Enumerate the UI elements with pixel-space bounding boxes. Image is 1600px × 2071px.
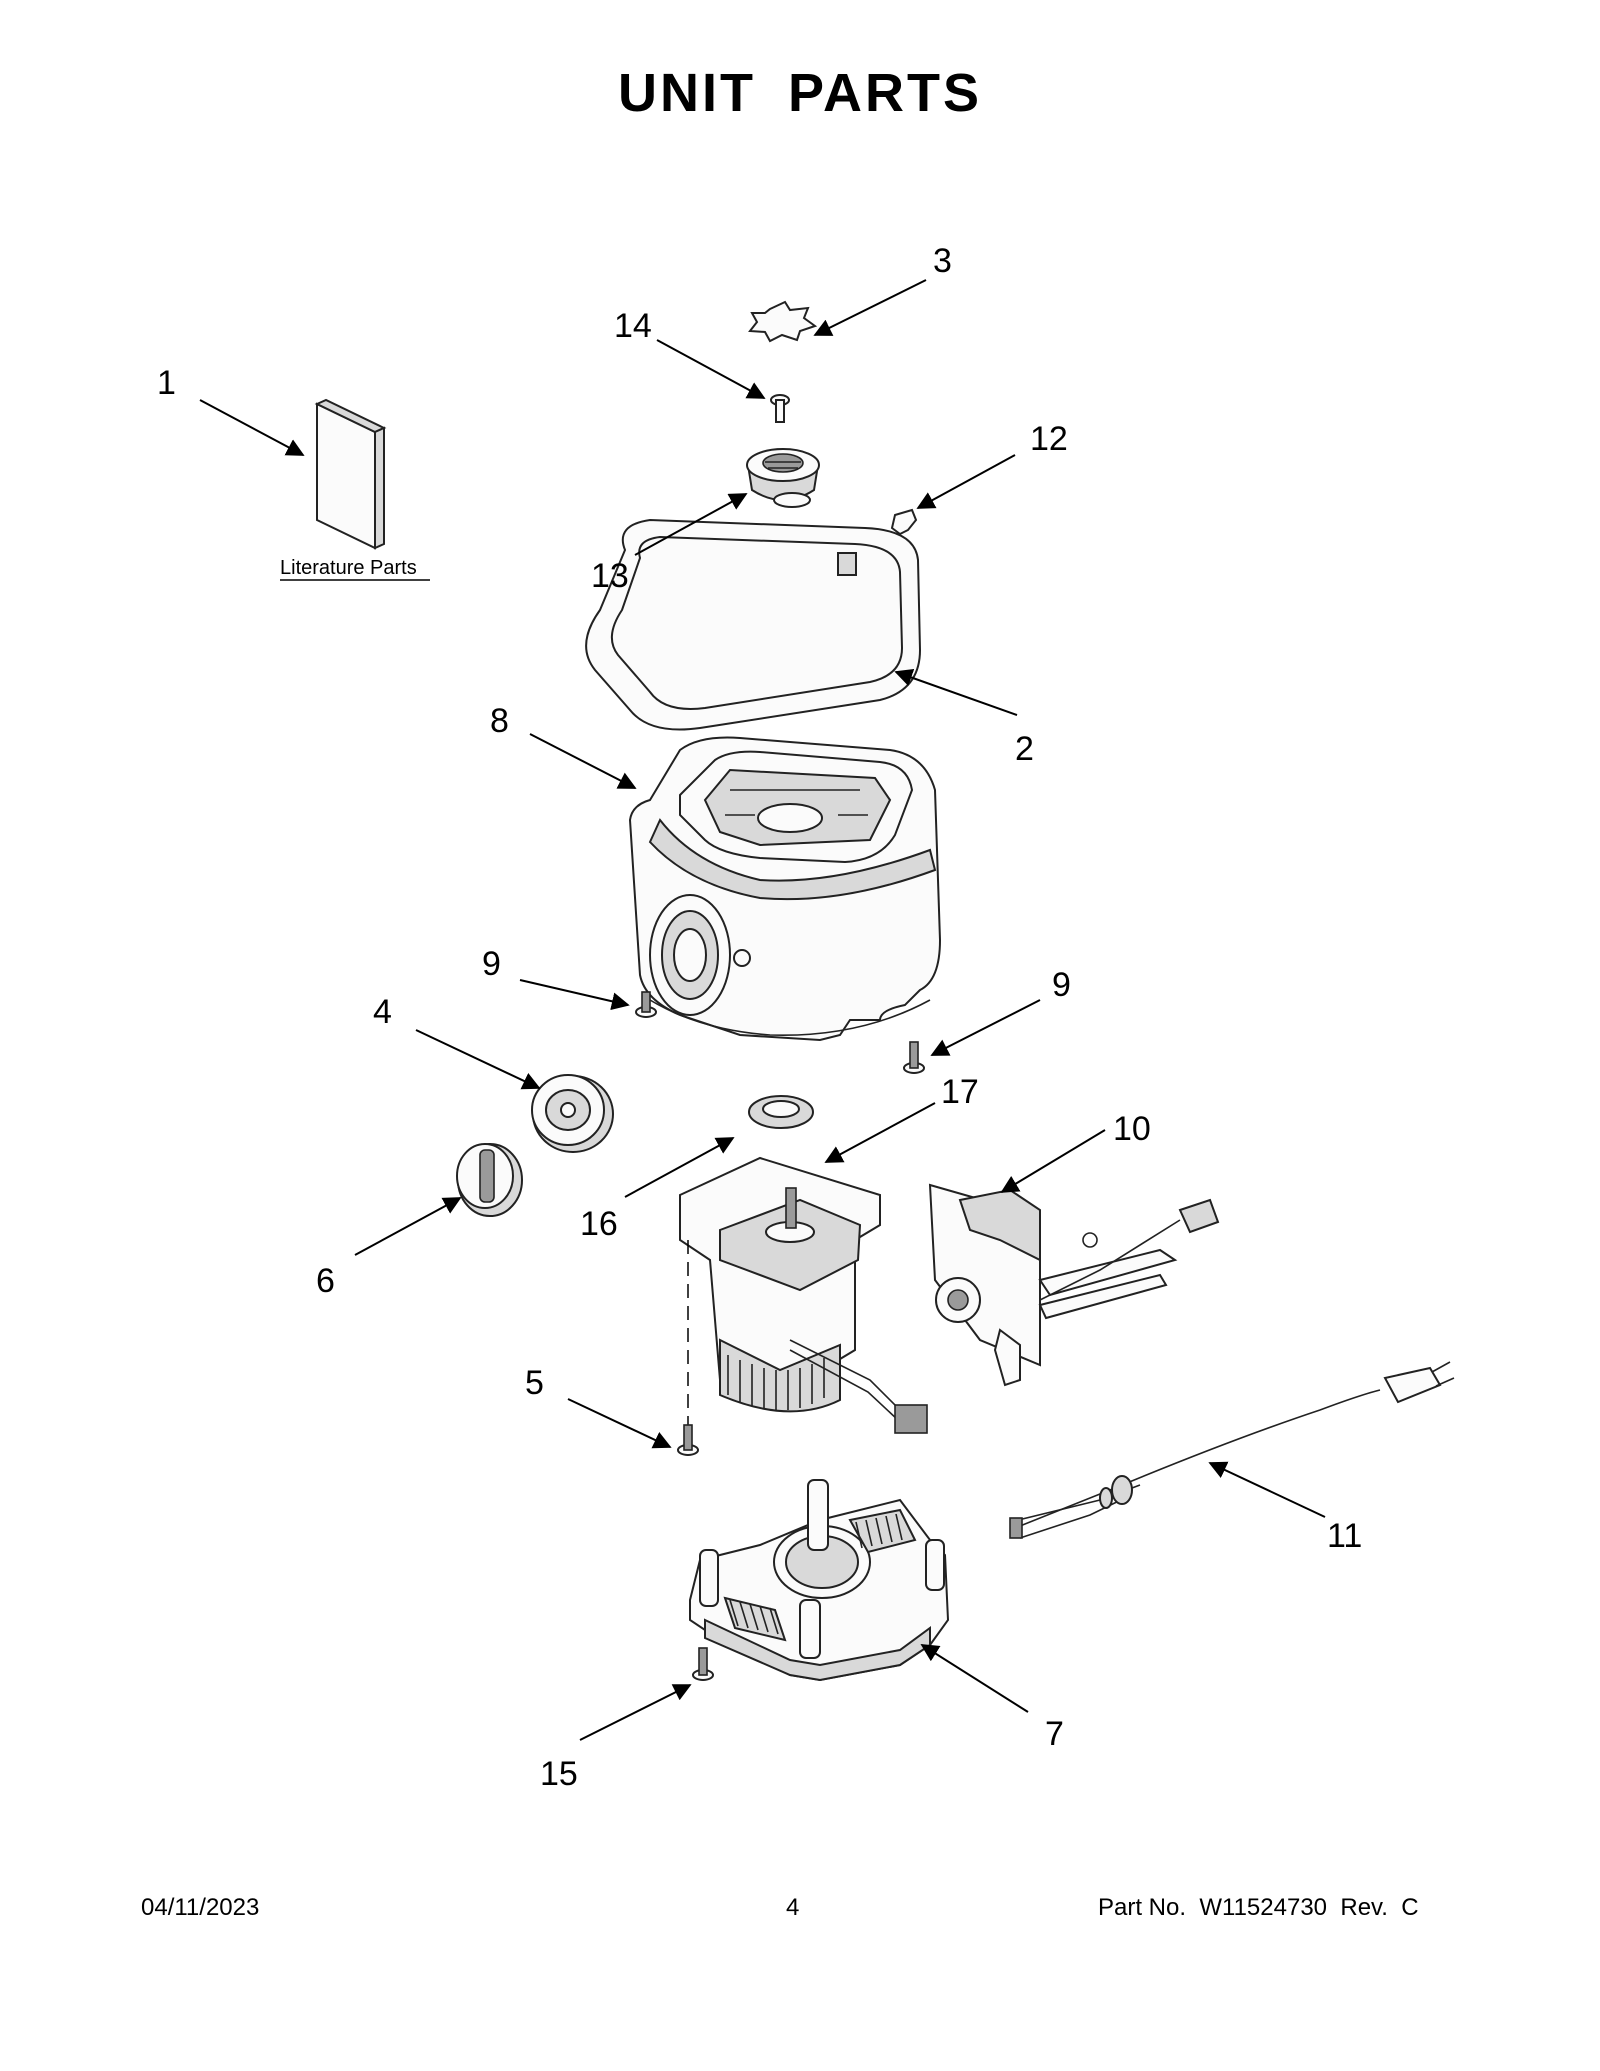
footer-page-number: 4 (786, 1894, 800, 1921)
callout-6: 6 (316, 1262, 335, 1300)
leader-9-right (930, 999, 1041, 1056)
leader-2 (894, 668, 1018, 716)
part-5-screw (677, 1424, 699, 1456)
callout-4: 4 (373, 993, 392, 1031)
part-6-knob (456, 1143, 523, 1217)
leader-6 (354, 1197, 462, 1256)
leader-13 (634, 493, 748, 556)
part-2-trim-ring (585, 518, 922, 731)
footer-part-number: Part No. W11524730 Rev. C (1098, 1894, 1419, 1921)
callout-15: 15 (540, 1755, 578, 1793)
footer-date: 04/11/2023 (141, 1894, 260, 1921)
callout-2: 2 (1015, 730, 1034, 768)
literature-parts-label: Literature Parts (280, 557, 417, 579)
part-11-power-cord (1009, 1361, 1455, 1539)
callout-9-right: 9 (1052, 966, 1071, 1004)
callout-10: 10 (1113, 1110, 1151, 1148)
callout-14: 14 (614, 307, 652, 345)
part-9-screw-right (903, 1041, 925, 1074)
part-4-knob-bezel (531, 1074, 614, 1153)
leader-9-left (519, 979, 630, 1011)
leader-1 (199, 399, 305, 456)
leader-11 (1208, 1461, 1326, 1518)
callout-9-left: 9 (482, 945, 501, 983)
callout-16: 16 (580, 1205, 618, 1243)
leader-5 (567, 1398, 672, 1449)
leader-14 (656, 339, 766, 399)
part-14-screw (770, 394, 790, 423)
callout-numbers: 1 2 3 4 5 6 7 8 9 9 10 11 12 13 14 15 16… (157, 242, 1362, 1793)
leader-lines (199, 279, 1326, 1741)
leader-16 (624, 1137, 735, 1198)
callout-11: 11 (1327, 1517, 1362, 1555)
leader-3 (813, 279, 927, 336)
page-title: UNIT PARTS (618, 63, 982, 123)
literature-parts (314, 398, 387, 550)
callout-13: 13 (591, 557, 629, 595)
leader-7 (920, 1644, 1029, 1713)
part-3-star-cap (748, 300, 818, 343)
part-15-screw (692, 1647, 714, 1681)
leader-15 (579, 1684, 692, 1741)
part-17-motor (679, 1156, 928, 1440)
leader-8 (529, 733, 637, 789)
part-16-washer (748, 1095, 814, 1129)
leader-10 (1000, 1129, 1106, 1193)
callout-3: 3 (933, 242, 952, 280)
leader-17 (824, 1102, 936, 1163)
callout-8: 8 (490, 702, 509, 740)
part-8-housing (628, 736, 942, 1042)
part-13-drive-coupler (746, 448, 820, 508)
callout-12: 12 (1030, 420, 1068, 458)
leader-4 (415, 1029, 541, 1090)
leader-12 (916, 454, 1016, 509)
callout-17: 17 (941, 1073, 979, 1111)
part-7-base (689, 1479, 950, 1682)
callout-5: 5 (525, 1364, 544, 1402)
part-10-control-board (928, 1183, 1220, 1387)
callout-7: 7 (1045, 1715, 1064, 1753)
part-9-screw-left (635, 991, 657, 1018)
callout-1: 1 (157, 364, 176, 402)
